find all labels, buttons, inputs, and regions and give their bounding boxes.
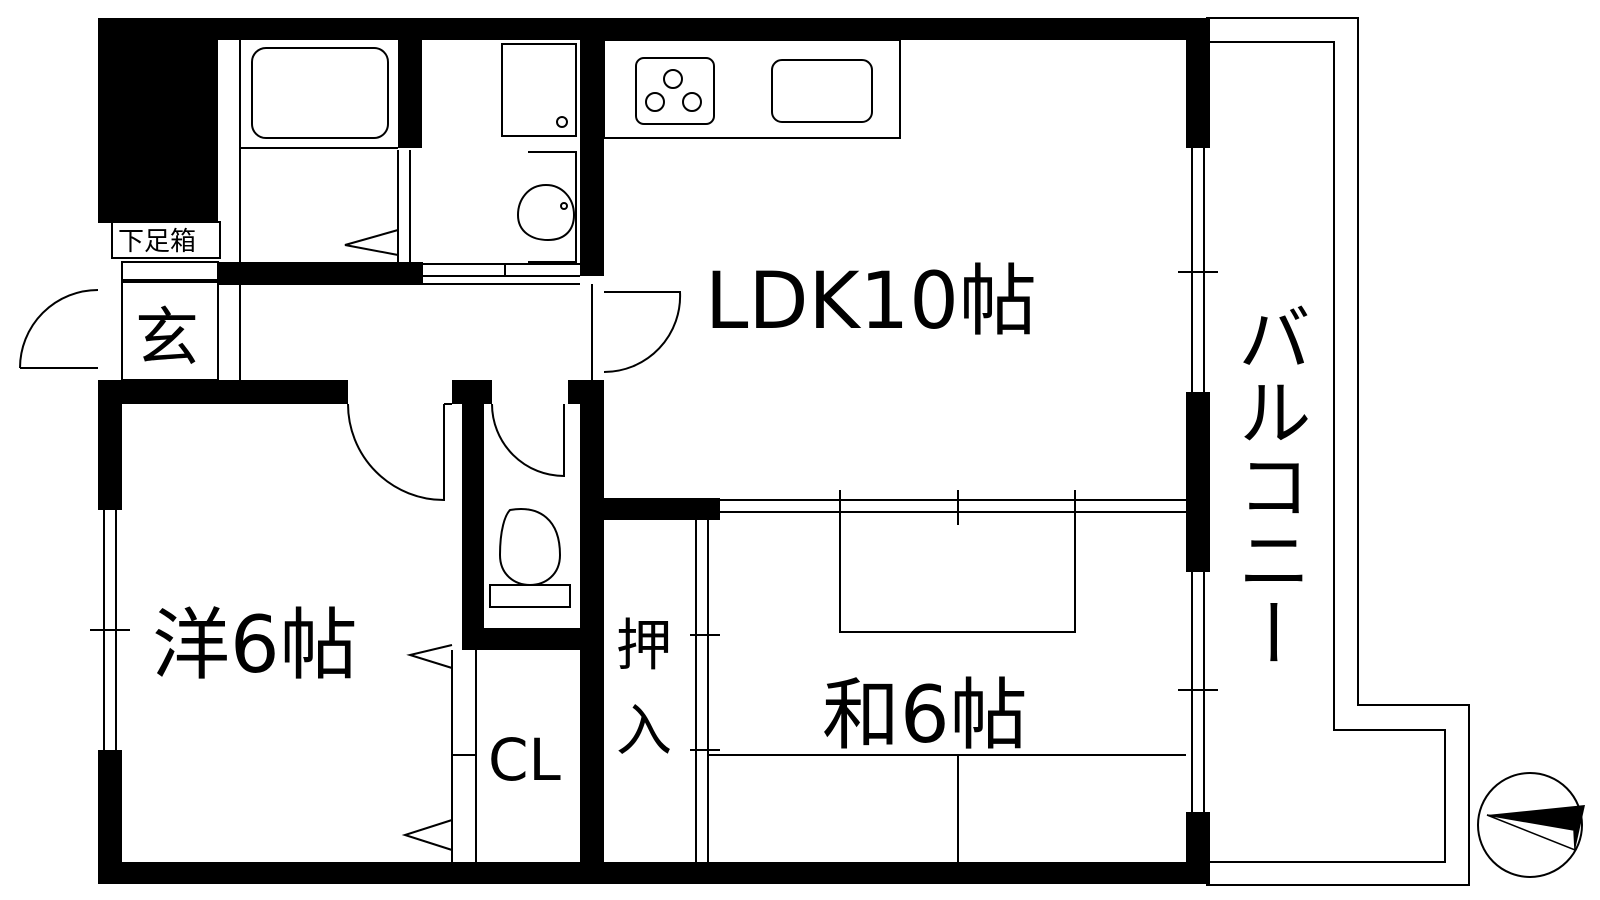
oshiire-label-top: 押 <box>616 614 672 679</box>
japanese-room-label: 和6帖 <box>822 671 1028 761</box>
bathtub-icon <box>251 47 389 139</box>
balcony-label: バルコニー <box>1225 300 1311 670</box>
oshiire-label-bottom: 入 <box>616 699 672 764</box>
washing-machine-icon <box>501 43 577 137</box>
thin-lines <box>19 39 1218 862</box>
stove-icon <box>635 57 715 125</box>
compass-icon <box>1477 772 1585 878</box>
sink-icon <box>771 59 873 123</box>
walls <box>98 18 1210 884</box>
closet-label: CL <box>488 726 561 794</box>
shoe-box-label: 下足箱 <box>118 227 196 257</box>
ldk-label: LDK10帖 <box>705 257 1037 347</box>
washbasin-icon <box>516 151 577 263</box>
entrance-label: 玄 <box>135 302 199 376</box>
western-room-label: 洋6帖 <box>152 601 358 691</box>
balcony-outline <box>1206 17 1470 886</box>
